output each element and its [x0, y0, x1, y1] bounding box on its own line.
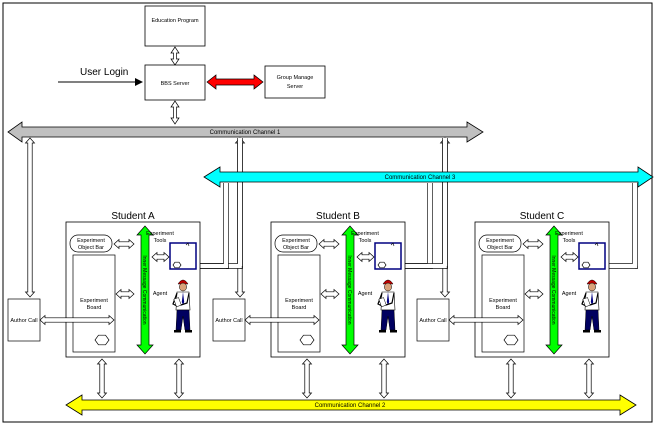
- tools-hexagon: [378, 262, 386, 268]
- inner-message-label: Inner Message Communication: [346, 255, 352, 324]
- author-call: Author Call: [417, 299, 449, 341]
- agent-label: Agent: [153, 291, 168, 297]
- channel1-tools-connector-b: [401, 138, 448, 269]
- bbs-server-label: BBS Server: [161, 81, 190, 87]
- channel1-author-connector: [26, 138, 35, 297]
- student-channel2-connector: [380, 359, 389, 398]
- student-title: Student C: [520, 211, 564, 222]
- inner-message-label: Inner Message Communication: [141, 255, 147, 324]
- object-bar-label-2: Object Bar: [78, 245, 104, 251]
- board-label-1: Experiment: [80, 298, 108, 304]
- student-channel2-connector: [507, 359, 516, 398]
- object-bar-label-1: Experiment: [282, 238, 310, 244]
- channel3-tools-connector-c: [605, 183, 638, 269]
- tools-label-1: Experiment: [555, 231, 583, 237]
- object-bar-label-2: Object Bar: [283, 245, 309, 251]
- author-call-label: Author Call: [10, 318, 37, 324]
- channel-2-label: Communication Channel 2: [315, 403, 386, 409]
- tools-label-2: Tools: [359, 238, 372, 244]
- user-login-label: User Login: [80, 67, 128, 78]
- channel3-tools-connector-b: [401, 183, 433, 269]
- board-label-1: Experiment: [285, 298, 313, 304]
- board-label-2: Board: [292, 305, 307, 311]
- channel1-tools-connector: [196, 138, 243, 269]
- group-manage-label-1: Group Manage: [277, 75, 314, 81]
- channel3-tools-connector-a: [196, 183, 229, 269]
- experiment-board: ExperimentBoard: [73, 255, 115, 352]
- object-bar-label-1: Experiment: [486, 238, 514, 244]
- agent-label: Agent: [358, 291, 373, 297]
- object-bar-label-2: Object Bar: [487, 245, 513, 251]
- student-channel2-connector: [585, 359, 594, 398]
- board-hexagon: [95, 335, 109, 345]
- student-title: Student A: [111, 211, 155, 222]
- tools-label-1: Experiment: [351, 231, 379, 237]
- author-call: Author Call: [213, 299, 245, 341]
- education-program-node: Education Program: [145, 6, 205, 46]
- tools-label-2: Tools: [154, 238, 167, 244]
- author-call: Author Call: [8, 299, 40, 341]
- board-label-1: Experiment: [489, 298, 517, 304]
- board-hexagon: [300, 335, 314, 345]
- group-manage-label-2: Server: [287, 84, 303, 90]
- group-manage-server-node: Group Manage Server: [265, 66, 325, 98]
- author-call-label: Author Call: [419, 318, 446, 324]
- communication-channel-2: Communication Channel 2: [66, 395, 636, 415]
- education-program-label: Education Program: [151, 18, 198, 24]
- student-title: Student B: [316, 211, 360, 222]
- tools-hexagon: [582, 262, 590, 268]
- communication-channel-1: Communication Channel 1: [8, 122, 483, 142]
- channel-1-label: Communication Channel 1: [210, 130, 281, 136]
- bbs-channel1-connector: [171, 101, 179, 124]
- student-channel2-connector: [303, 359, 312, 398]
- channel-3-label: Communication Channel 3: [385, 175, 456, 181]
- student-channel2-connector: [175, 359, 184, 398]
- bbs-server-node: BBS Server: [145, 65, 205, 100]
- tools-label-1: Experiment: [146, 231, 174, 237]
- board-label-2: Board: [496, 305, 511, 311]
- board-label-2: Board: [87, 305, 102, 311]
- object-bar-label-1: Experiment: [77, 238, 105, 244]
- bbs-group-link: [207, 75, 263, 89]
- inner-message-label: Inner Message Communication: [550, 255, 556, 324]
- board-hexagon: [504, 335, 518, 345]
- tools-hexagon: [173, 262, 181, 268]
- author-call-label: Author Call: [215, 318, 242, 324]
- edu-bbs-connector: [171, 47, 179, 65]
- student-channel2-connector: [98, 359, 107, 398]
- tools-label-2: Tools: [563, 238, 576, 244]
- agent-label: Agent: [562, 291, 577, 297]
